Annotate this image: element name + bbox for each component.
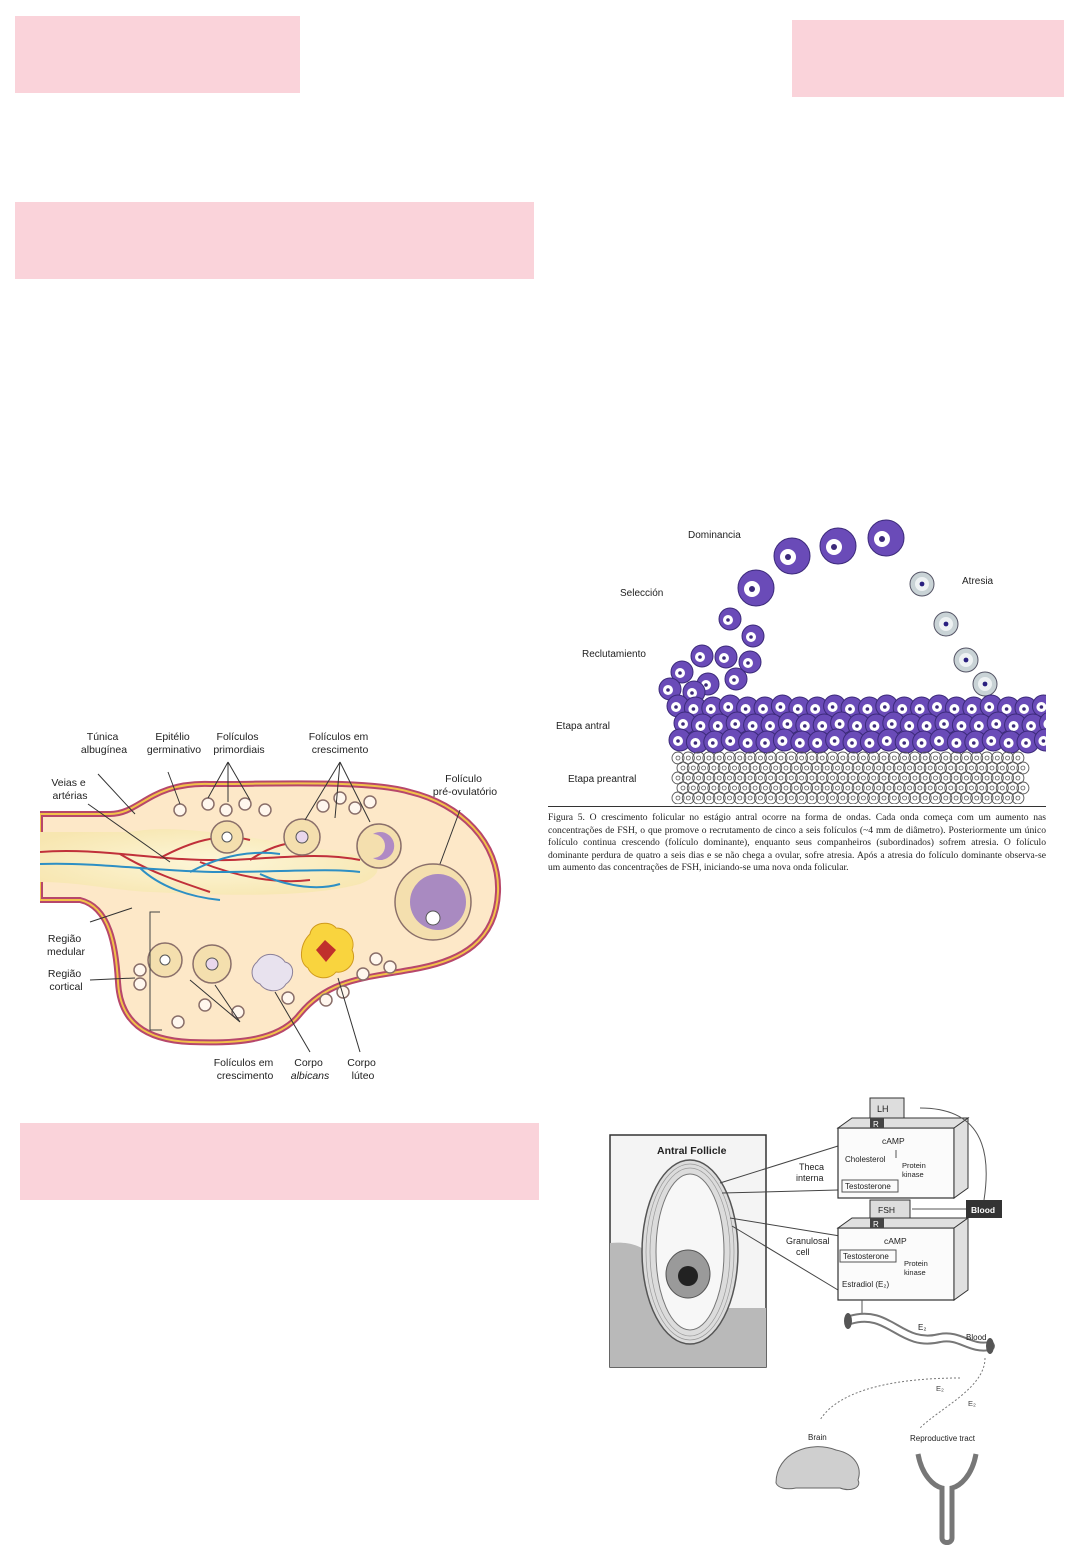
figure-5-caption: Figura 5. O crescimento folicular no est… — [548, 812, 1046, 874]
label-veias-1: Veias e — [51, 777, 86, 789]
label-epitelio-2: germinativo — [147, 744, 201, 756]
label-granulosal-1: Granulosal — [786, 1236, 830, 1246]
lh-receptor — [869, 1097, 905, 1119]
granulosa-box — [837, 1227, 955, 1301]
svg-text:Túnica albugínea: Túnica albugínea — [81, 731, 127, 756]
reproductive-tract-illustration — [915, 1453, 979, 1545]
label-antral-follicle: Antral Follicle — [657, 1145, 727, 1157]
blood-box — [966, 1200, 1002, 1218]
svg-text:Folículos em crescimento: Folículos em crescimento — [309, 731, 371, 756]
ovary-diagram: Túnica albugínea Epitélio germinativo Fo… — [40, 731, 502, 1082]
label-theca-2: interna — [796, 1173, 824, 1183]
svg-text:Veias e artérias: Veias e artérias — [51, 777, 88, 802]
label-cortical-2: cortical — [49, 981, 82, 993]
label-albicans-2: albicans — [291, 1070, 330, 1082]
label-blood-box: Blood — [971, 1205, 995, 1215]
label-blood-vessel: Blood — [966, 1333, 986, 1342]
caption-rule — [548, 806, 1046, 807]
label-luteo-2: lúteo — [352, 1070, 375, 1082]
label-protein2-2: kinase — [904, 1268, 926, 1277]
label-e2-left: E₂ — [936, 1384, 944, 1393]
label-tunica-2: albugínea — [81, 744, 127, 756]
follicular-wave-diagram: Dominancia Selección Reclutamiento Atres… — [556, 519, 1046, 804]
atretic-follicles — [909, 571, 998, 697]
selected-follicles — [658, 607, 765, 704]
label-e2-right: E₂ — [968, 1399, 976, 1408]
svg-text:Corpo albicans: Corpo albicans — [291, 1057, 330, 1082]
label-etapa-preantral: Etapa preantral — [568, 774, 636, 785]
label-epitelio-1: Epitélio — [155, 731, 190, 743]
label-granulosal-2: cell — [796, 1247, 810, 1257]
label-r2: R — [873, 1220, 879, 1229]
label-crescimento-top-1: Folículos em — [309, 731, 369, 743]
label-crescimento-bottom-2: crescimento — [217, 1070, 274, 1082]
heading-box-top-right — [792, 20, 1064, 97]
label-luteo-1: Corpo — [347, 1057, 376, 1069]
label-r1: R — [873, 1120, 879, 1129]
svg-text:Folículos primordiais: Folículos primordiais — [213, 731, 264, 756]
label-veias-2: artérias — [52, 790, 87, 802]
label-dominancia: Dominancia — [688, 530, 741, 541]
label-medular-2: medular — [47, 946, 85, 958]
label-crescimento-top-2: crescimento — [312, 744, 369, 756]
primordial-follicles — [133, 791, 397, 1029]
heading-box-top-left — [15, 16, 300, 93]
preantral-follicles — [671, 751, 1030, 804]
preovulatory-follicle — [394, 863, 472, 941]
label-protein1-2: kinase — [902, 1170, 924, 1179]
label-protein1-1: Protein — [902, 1161, 926, 1170]
label-primordiais-2: primordiais — [213, 744, 264, 756]
label-lh: LH — [877, 1104, 889, 1114]
svg-text:Região medular: Região medular — [47, 933, 85, 958]
label-camp2: cAMP — [884, 1236, 907, 1246]
label-fsh: FSH — [878, 1205, 895, 1215]
label-brain: Brain — [808, 1433, 827, 1442]
label-estradiol: Estradiol (E₂) — [842, 1280, 889, 1289]
label-medular-1: Região — [48, 933, 81, 945]
label-testosterone2: Testosterone — [843, 1252, 889, 1261]
svg-text:Epitélio germinativo: Epitélio germinativo — [147, 731, 201, 756]
label-etapa-antral: Etapa antral — [556, 721, 610, 732]
heading-box-bottom — [20, 1123, 539, 1200]
antral-follicles — [666, 694, 1046, 754]
label-camp1: cAMP — [882, 1136, 905, 1146]
label-primordiais-1: Folículos — [217, 731, 259, 743]
label-preovulatorio-2: pré-ovulatório — [433, 786, 497, 798]
growing-follicles — [147, 818, 402, 984]
heading-box-middle — [15, 202, 534, 279]
svg-text:Folículo pré-ovulatório: Folículo pré-ovulatório — [433, 773, 497, 798]
antral-follicle-diagram: Antral Follicle LH R cAMP Cholesterol Pr… — [609, 1097, 1002, 1545]
label-atresia: Atresia — [962, 576, 994, 587]
svg-text:Folículos em crescimento: Folículos em crescimento — [214, 1057, 276, 1082]
svg-text:Região cortical: Região cortical — [48, 968, 84, 993]
label-cortical-1: Região — [48, 968, 81, 980]
label-testosterone1: Testosterone — [845, 1182, 891, 1191]
fsh-receptor — [869, 1199, 911, 1219]
label-theca-1: Theca — [799, 1162, 824, 1172]
label-cholesterol: Cholesterol — [845, 1155, 886, 1164]
label-crescimento-bottom-1: Folículos em — [214, 1057, 274, 1069]
label-reproductive-tract: Reproductive tract — [910, 1434, 976, 1443]
corpus-albicans — [251, 954, 294, 992]
label-tunica-1: Túnica — [87, 731, 119, 743]
label-e2-vessel: E₂ — [918, 1323, 926, 1332]
veins — [40, 851, 361, 901]
corpus-luteum — [301, 922, 354, 979]
svg-text:Corpo lúteo: Corpo lúteo — [347, 1057, 379, 1082]
brain-illustration — [775, 1446, 860, 1491]
label-preovulatorio-1: Folículo — [445, 773, 482, 785]
label-protein2-1: Protein — [904, 1259, 928, 1268]
dominant-follicles — [737, 519, 905, 607]
label-albicans-1: Corpo — [294, 1057, 323, 1069]
label-reclutamiento: Reclutamiento — [582, 649, 646, 660]
label-seleccion: Selección — [620, 588, 663, 599]
